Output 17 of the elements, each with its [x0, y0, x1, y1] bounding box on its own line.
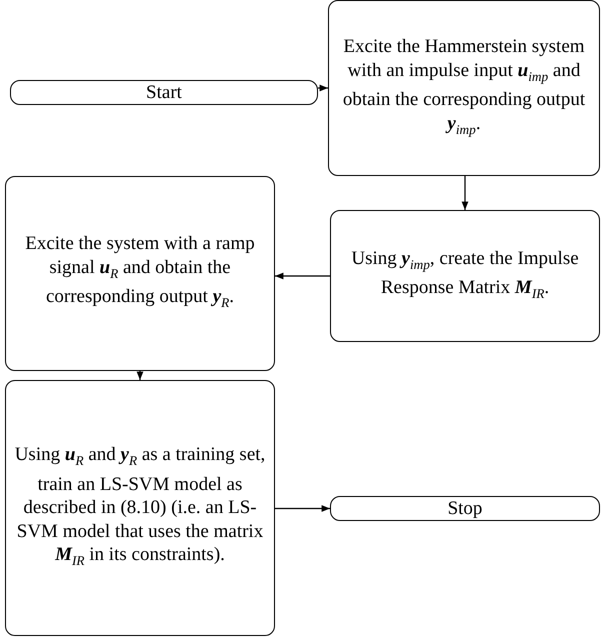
process-box — [328, 0, 600, 176]
arrow — [275, 272, 330, 280]
step-text: Excite the Hammerstein system with an impulse input u$_{imp}$ and obtain the corresponding output y$_{imp}$. — [342, 35, 586, 139]
step-text: Using y$_{imp}$, create the Impulse Response Matrix M$_{IR}$. — [350, 246, 580, 303]
process-box — [5, 176, 275, 371]
step-text: Start — [146, 80, 182, 104]
arrow — [275, 505, 330, 512]
step-text: Excite the system with a ramp signal u$_{R}$ and obtain the corresponding output y$_{R}$. — [24, 232, 256, 312]
arrow — [318, 84, 328, 92]
step-text: Using u$_{R}$ and y$_{R}$ as a training set, train an LS-SVM model as described in (8.10) (i.e. an LS-SVM model that uses the matrix M$_{IR}$ in its constraints). — [14, 443, 266, 570]
arrow — [136, 371, 144, 380]
process-box — [330, 496, 600, 521]
process-box — [5, 380, 275, 636]
step-text: Stop — [448, 496, 482, 520]
process-box — [10, 80, 318, 105]
arrow — [462, 176, 468, 210]
process-box — [330, 210, 600, 342]
